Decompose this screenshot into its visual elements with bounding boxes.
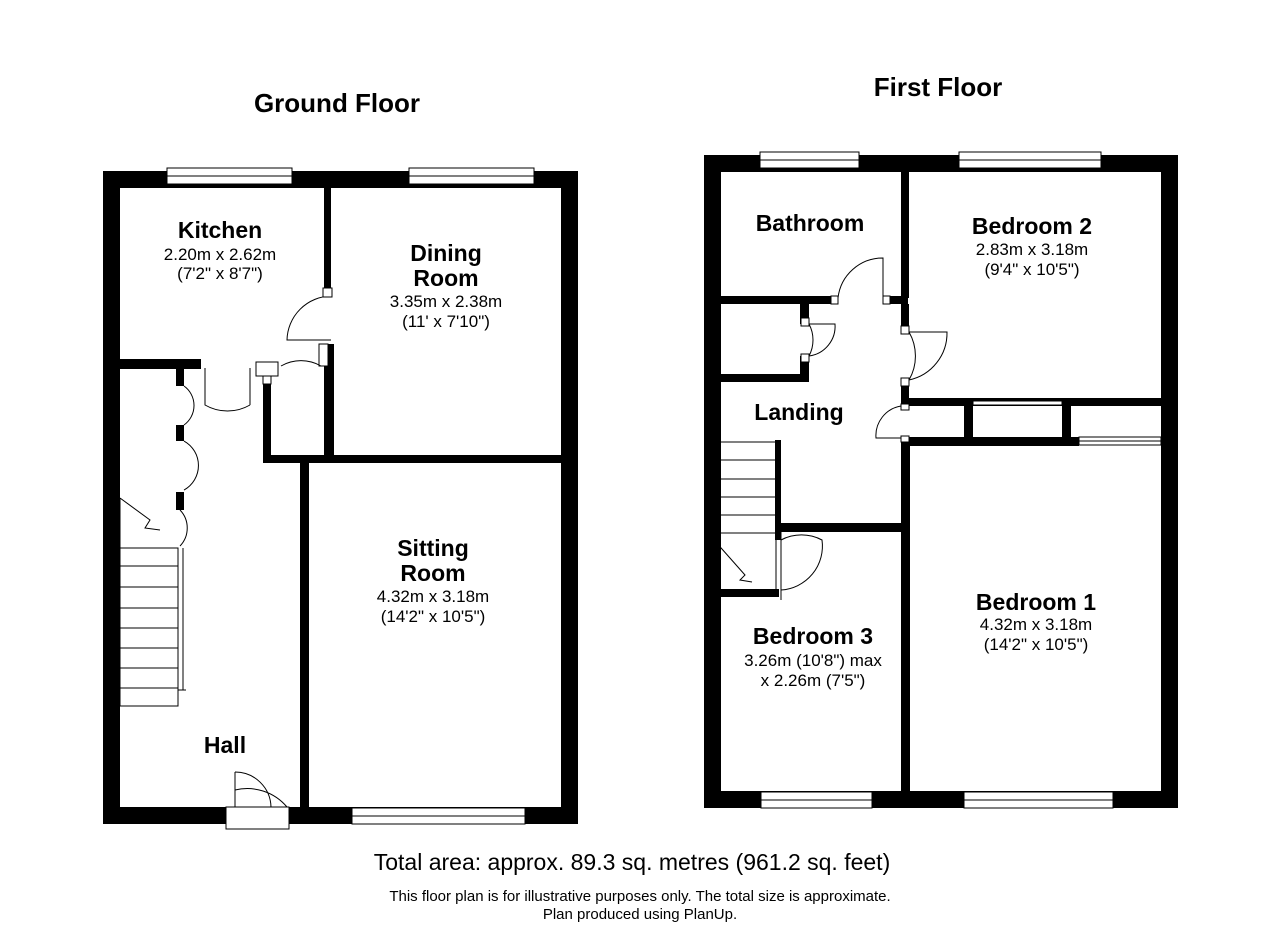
dining-label-line2: Room bbox=[413, 265, 478, 291]
landing-bedroom1-partition bbox=[901, 440, 910, 795]
kitchen-dining-partition bbox=[324, 184, 331, 290]
hall-cupboard-door-1 bbox=[183, 385, 195, 426]
closet-east-jamb-top bbox=[800, 304, 809, 324]
bedroom1-label: Bedroom 1 bbox=[976, 589, 1096, 615]
landing-bedroom2-partition bbox=[901, 304, 909, 330]
bedroom3-dimensions-line2: x 2.26m (7'5") bbox=[761, 671, 866, 690]
bathroom-south-wall-east bbox=[886, 296, 908, 304]
hall-cupboard-door-2 bbox=[183, 440, 199, 491]
cupboard-west-wall bbox=[263, 376, 271, 462]
plan-footer: Total area: approx. 89.3 sq. metres (961… bbox=[374, 849, 891, 923]
first-wall-west bbox=[704, 155, 721, 808]
cupboard-door-swing bbox=[280, 360, 322, 367]
closet-south-wall bbox=[719, 374, 809, 382]
dining-door-swing bbox=[286, 295, 332, 341]
bathroom-label: Bathroom bbox=[756, 210, 865, 236]
ground-staircase bbox=[119, 497, 186, 707]
landing-bedroom2-partition-low bbox=[901, 380, 909, 408]
bedroom1-dimensions-imperial: (14'2" x 10'5") bbox=[984, 635, 1089, 654]
ground-wall-east bbox=[561, 171, 578, 824]
sitting-dimensions-imperial: (14'2" x 10'5") bbox=[381, 607, 486, 626]
bedroom3-door-swing bbox=[780, 534, 823, 591]
first-floor-title: First Floor bbox=[874, 72, 1003, 102]
bedroom2-dimensions-imperial: (9'4" x 10'5") bbox=[984, 260, 1079, 279]
sitting-dimensions-metric: 4.32m x 3.18m bbox=[377, 587, 489, 606]
front-door-opening bbox=[225, 806, 290, 830]
ground-wall-west bbox=[103, 171, 120, 824]
bathroom-door-swing bbox=[837, 257, 884, 299]
total-area: Total area: approx. 89.3 sq. metres (961… bbox=[374, 849, 891, 875]
bedroom2-door-swing bbox=[908, 331, 916, 381]
landing-label: Landing bbox=[754, 399, 843, 425]
bedroom3-dimensions-line1: 3.26m (10'8") max bbox=[744, 651, 882, 670]
bathroom-bedroom2-partition bbox=[901, 170, 909, 298]
kitchen-dining-partition-low bbox=[324, 344, 334, 462]
bedroom2-dimensions-metric: 2.83m x 3.18m bbox=[976, 240, 1088, 259]
kitchen-dimensions-metric: 2.20m x 2.62m bbox=[164, 245, 276, 264]
bedroom1-north-wall bbox=[907, 437, 1079, 446]
dining-dimensions-metric: 3.35m x 2.38m bbox=[390, 292, 502, 311]
kitchen-label: Kitchen bbox=[178, 217, 262, 243]
ground-floor-plan: Ground Floor Kitchen 2.20m x 2.62m (7'2"… bbox=[103, 88, 578, 830]
dining-dimensions-imperial: (11' x 7'10") bbox=[402, 312, 490, 331]
closet-door-swing bbox=[808, 323, 814, 357]
stair-bedroom3-wall bbox=[719, 589, 779, 597]
bedroom1-dimensions-metric: 4.32m x 3.18m bbox=[980, 615, 1092, 634]
closet-east-jamb bbox=[800, 356, 809, 382]
hall-cupboard-jamb bbox=[176, 492, 184, 510]
planup-credit: Plan produced using PlanUp. bbox=[543, 906, 737, 923]
wardrobe-divider-2 bbox=[1062, 398, 1071, 444]
hall-cupboard-door-3 bbox=[179, 509, 188, 547]
sitting-label-line2: Room bbox=[400, 560, 465, 586]
first-staircase bbox=[713, 441, 777, 591]
bedroom1-door-swing bbox=[875, 405, 902, 439]
dining-south-wall bbox=[263, 455, 563, 463]
first-floor-plan: First Floor Bathroom Bedroom 2 2.83m x 3… bbox=[704, 72, 1178, 809]
ground-floor-title: Ground Floor bbox=[254, 88, 420, 118]
sitting-label-line1: Sitting bbox=[397, 535, 469, 561]
bedroom3-label: Bedroom 3 bbox=[753, 623, 873, 649]
bedroom2-label: Bedroom 2 bbox=[972, 213, 1092, 239]
hall-sitting-partition bbox=[300, 455, 309, 813]
dining-label-line1: Dining bbox=[410, 240, 482, 266]
bathroom-south-wall bbox=[719, 296, 831, 304]
kitchen-hall-partition bbox=[117, 359, 201, 369]
hall-cupboard-jamb bbox=[176, 368, 184, 386]
landing-bedroom3-wall bbox=[777, 523, 905, 532]
hall-label: Hall bbox=[204, 732, 246, 758]
disclaimer: This floor plan is for illustrative purp… bbox=[389, 888, 890, 905]
kitchen-dimensions-imperial: (7'2" x 8'7") bbox=[177, 264, 263, 283]
kitchen-door-swing bbox=[204, 368, 251, 412]
wardrobe-divider-1 bbox=[964, 398, 973, 444]
first-wall-east bbox=[1161, 155, 1178, 808]
stair-east-wall bbox=[775, 440, 781, 540]
wardrobe-door-1 bbox=[972, 400, 1063, 406]
hall-cupboard-jamb bbox=[176, 425, 184, 441]
front-door-swing bbox=[234, 788, 289, 808]
